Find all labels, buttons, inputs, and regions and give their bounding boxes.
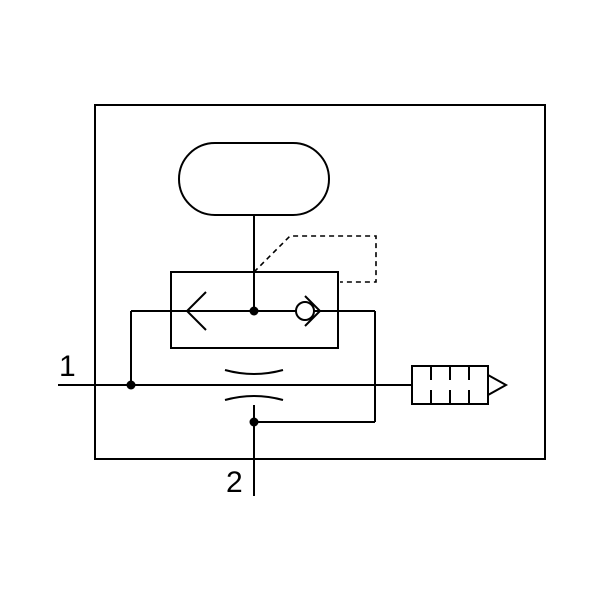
check-valve-ball <box>295 301 315 321</box>
housing-frame <box>94 104 546 460</box>
flow-arrow-chevron <box>185 291 207 331</box>
throttle-arc-upper <box>224 369 284 375</box>
reservoir-tank <box>178 142 330 216</box>
throttle-arc-lower <box>224 395 284 401</box>
exhaust-triangle <box>487 373 509 397</box>
valve-junction-dot <box>249 306 259 316</box>
outlet-junction-dot <box>249 417 259 427</box>
check-valve-seat <box>304 295 322 327</box>
port-2-label: 2 <box>226 466 243 499</box>
silencer <box>411 365 509 405</box>
port-1-label: 1 <box>59 350 76 383</box>
pilot-dashed-line <box>253 235 377 283</box>
inlet-junction-dot <box>126 380 136 390</box>
